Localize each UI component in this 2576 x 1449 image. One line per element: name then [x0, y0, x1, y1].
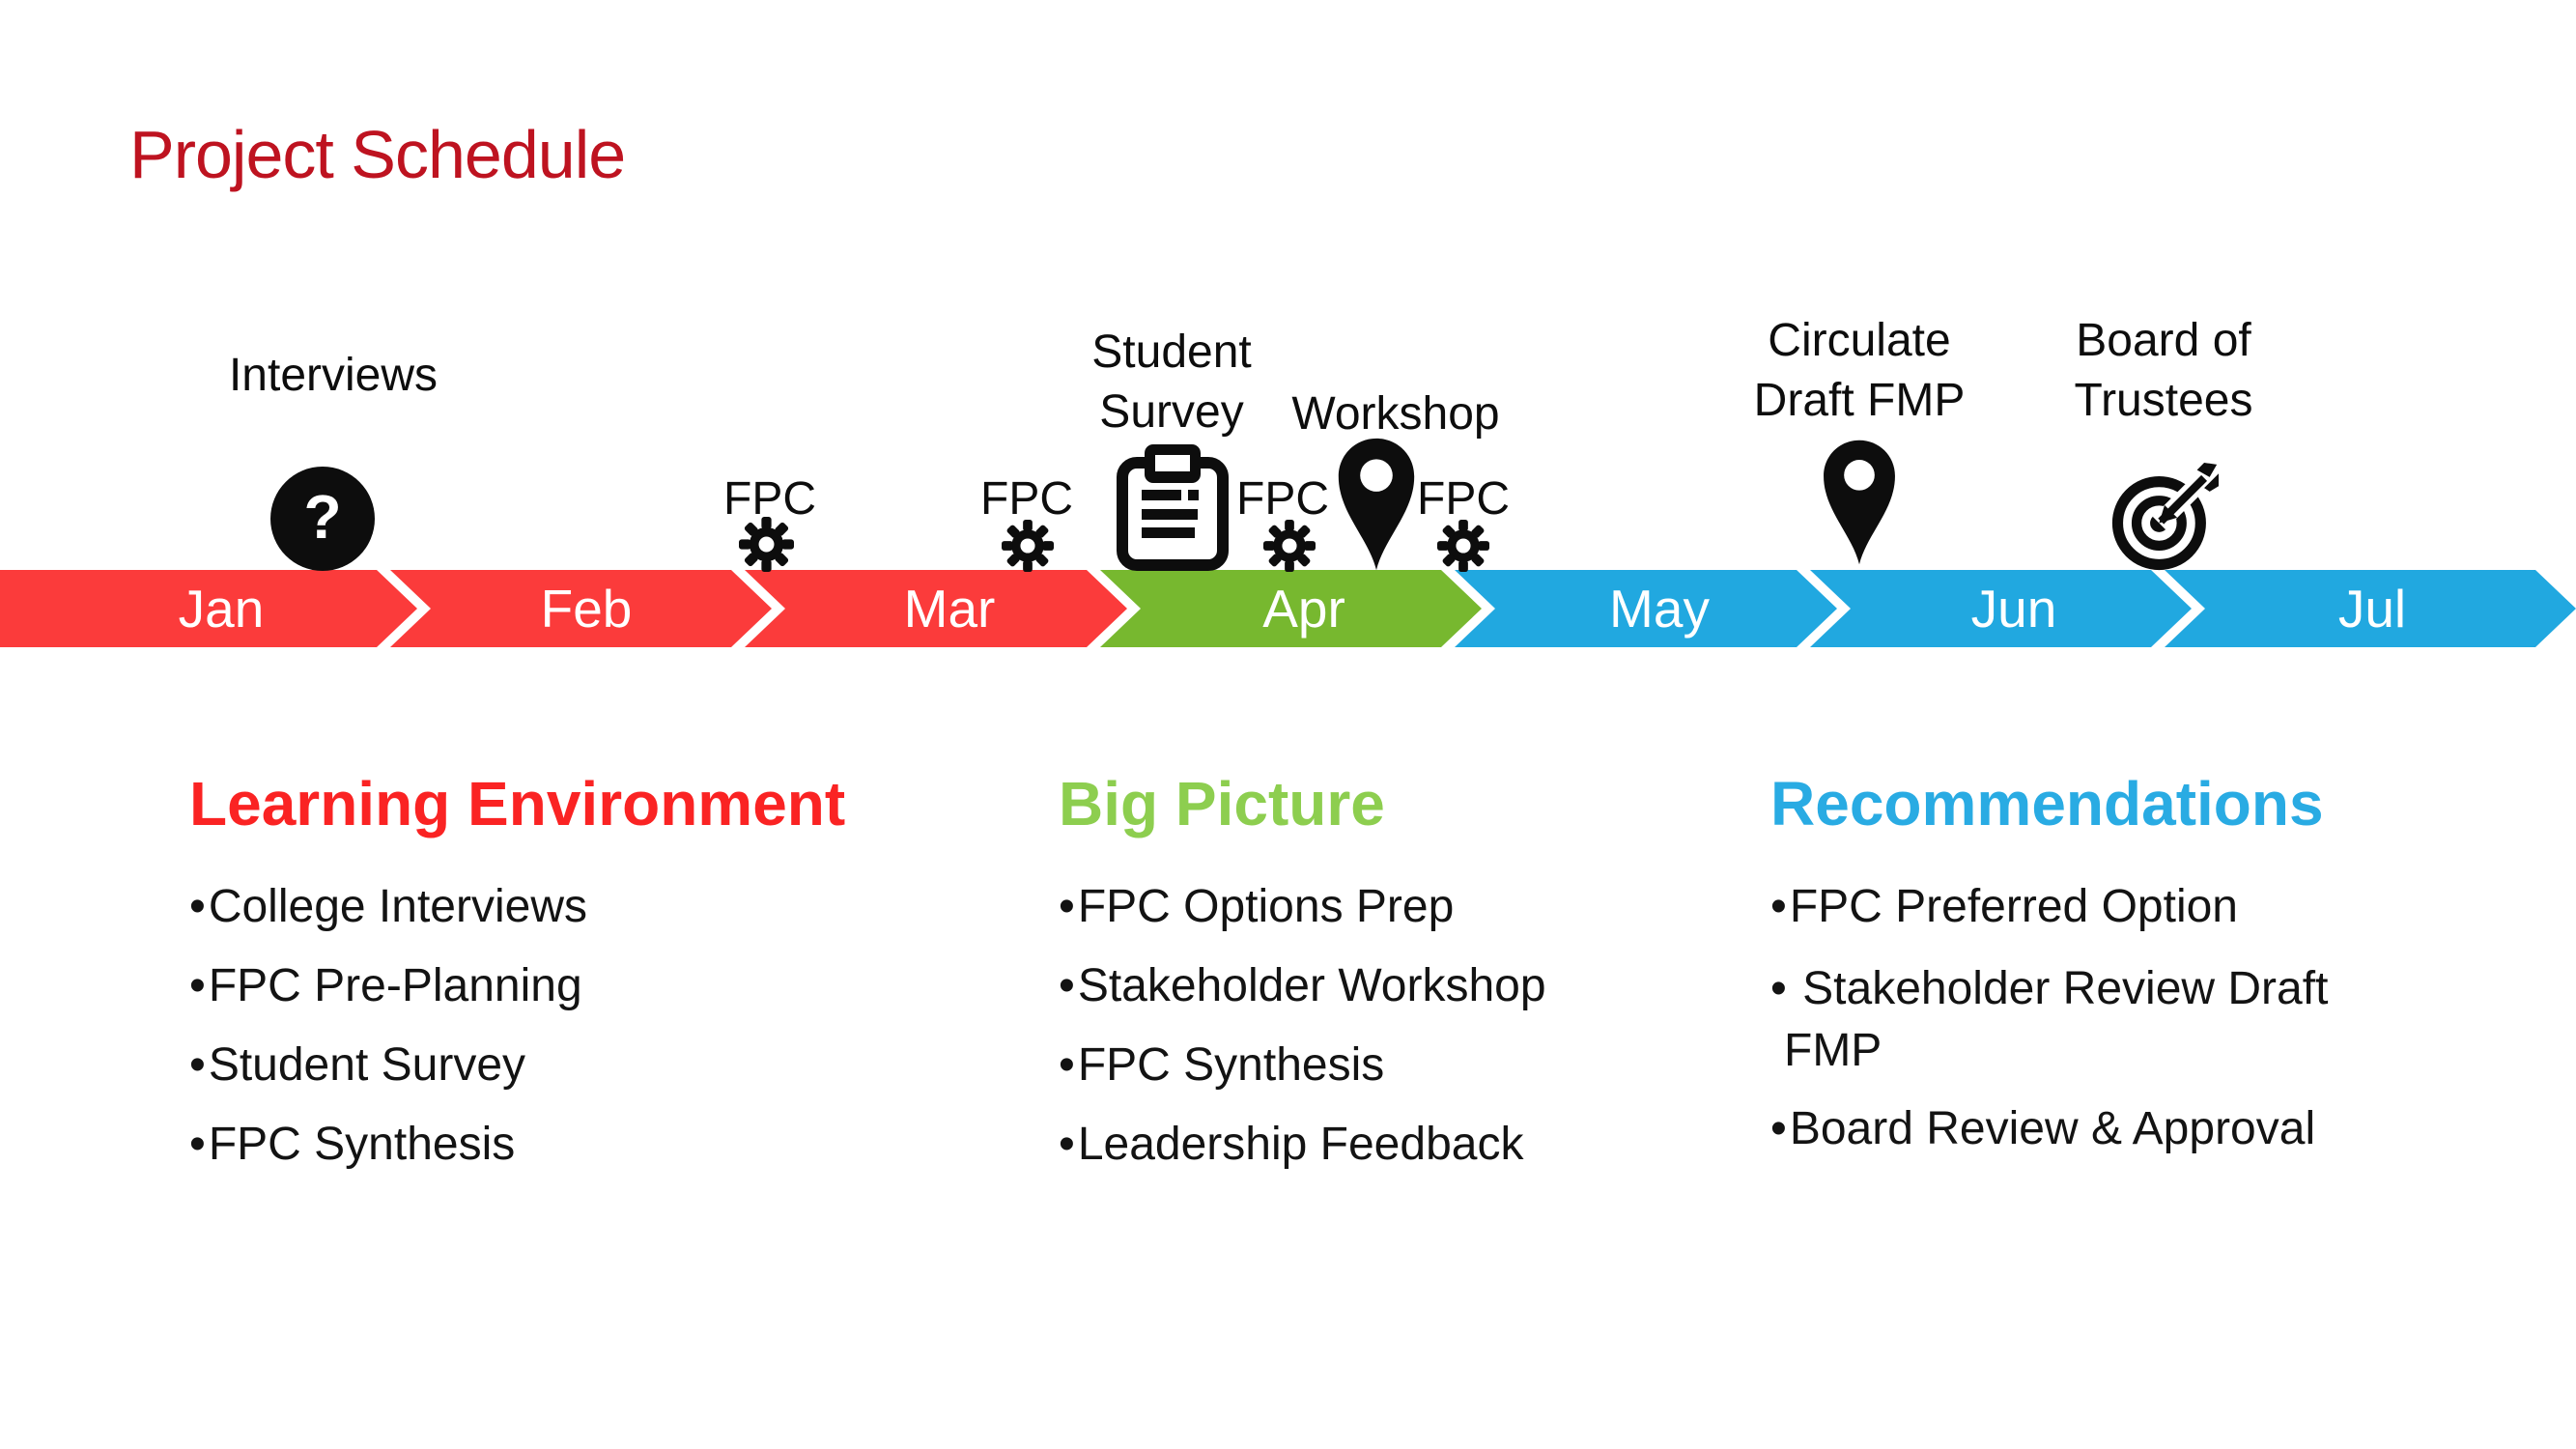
milestone-label-fpc-3: FPC	[1236, 473, 1329, 525]
list-item: FPC Synthesis	[1059, 1037, 1384, 1094]
target-icon	[2110, 462, 2219, 572]
map-pin-icon	[1331, 437, 1422, 572]
clipboard-icon	[1116, 442, 1230, 572]
gear-icon	[739, 517, 794, 572]
milestone-label-line: Circulate	[1768, 315, 1951, 366]
list-item: Board Review & Approval	[1770, 1101, 2315, 1157]
timeline-segment-jan	[0, 570, 417, 647]
gear-icon	[1263, 520, 1316, 572]
list-item: College Interviews	[189, 879, 587, 935]
milestone-label-line: Student	[1091, 327, 1252, 378]
milestone-label-student-survey: Student Survey	[1091, 323, 1251, 442]
timeline-segment-jun	[1810, 570, 2192, 647]
milestone-label-line: Board of	[2076, 315, 2251, 366]
list-item: Student Survey	[189, 1037, 525, 1094]
column-heading: Big Picture	[1059, 769, 1385, 838]
month-label-may: May	[1609, 579, 1710, 639]
column-heading: Learning Environment	[189, 769, 846, 838]
question-circle-icon: ?	[270, 467, 375, 571]
list-item-line: Stakeholder Review Draft	[1802, 963, 2329, 1014]
list-item: FPC Pre-Planning	[189, 958, 582, 1014]
gear-icon	[1437, 520, 1489, 572]
list-item: FPC Preferred Option	[1770, 879, 2238, 935]
list-item: Stakeholder Workshop	[1059, 958, 1546, 1014]
list-item: FPC Synthesis	[189, 1117, 515, 1173]
milestone-label-circulate-draft-fmp: Circulate Draft FMP	[1754, 311, 1966, 431]
month-label-apr: Apr	[1262, 579, 1345, 639]
month-label-jun: Jun	[1970, 579, 2057, 639]
milestone-label-workshop: Workshop	[1291, 388, 1500, 440]
list-item-line: FMP	[1784, 1025, 1882, 1076]
milestone-label-fpc-4: FPC	[1417, 473, 1510, 525]
list-item: FPC Options Prep	[1059, 879, 1454, 935]
timeline-segment-feb	[390, 570, 772, 647]
milestone-label-interviews: Interviews	[228, 350, 439, 401]
timeline-segment-may	[1455, 570, 1837, 647]
month-label-jan: Jan	[178, 579, 265, 639]
timeline-segment-apr	[1100, 570, 1482, 647]
month-label-jul: Jul	[2337, 579, 2407, 639]
month-label-mar: Mar	[903, 579, 996, 639]
milestone-label-line: Draft FMP	[1753, 375, 1966, 426]
milestone-label-fpc-1: FPC	[723, 473, 816, 525]
column-heading: Recommendations	[1770, 769, 2324, 838]
milestone-label-line: Survey	[1099, 386, 1244, 438]
question-mark-glyph: ?	[303, 482, 342, 552]
map-pin-icon	[1817, 435, 1902, 570]
milestone-label-fpc-2: FPC	[980, 473, 1073, 525]
timeline-segment-jul	[2165, 570, 2576, 647]
gear-icon	[1002, 520, 1054, 572]
list-item: Stakeholder Review Draft FMP	[1770, 958, 2328, 1082]
month-label-feb: Feb	[540, 579, 633, 639]
timeline-segment-mar	[745, 570, 1127, 647]
milestone-label-board-of-trustees: Board of Trustees	[2075, 311, 2253, 431]
list-item: Leadership Feedback	[1059, 1117, 1524, 1173]
milestone-label-line: Trustees	[2074, 375, 2253, 426]
page-title: Project Schedule	[129, 117, 626, 192]
